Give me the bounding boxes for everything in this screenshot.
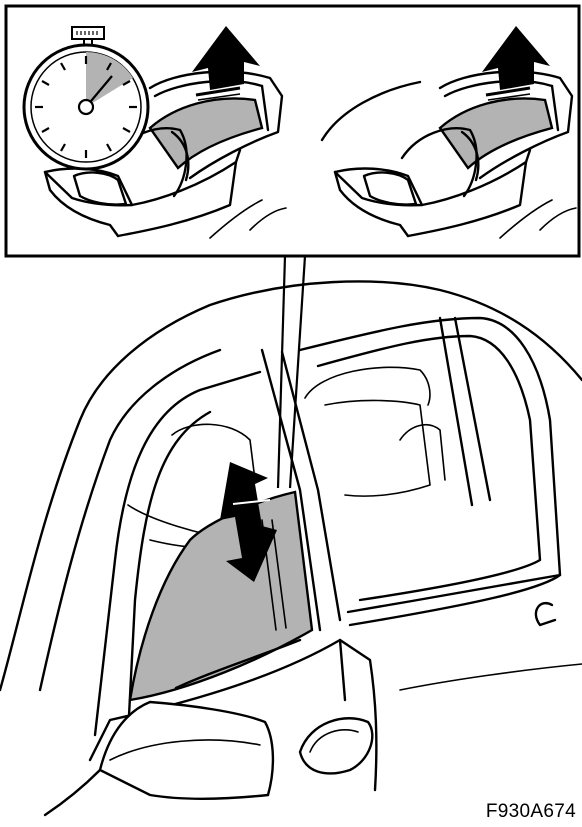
leader-lines (278, 256, 305, 488)
inset-panel (6, 6, 579, 256)
figure-code: F930A674 (486, 801, 576, 823)
car-door-icon (0, 281, 582, 815)
